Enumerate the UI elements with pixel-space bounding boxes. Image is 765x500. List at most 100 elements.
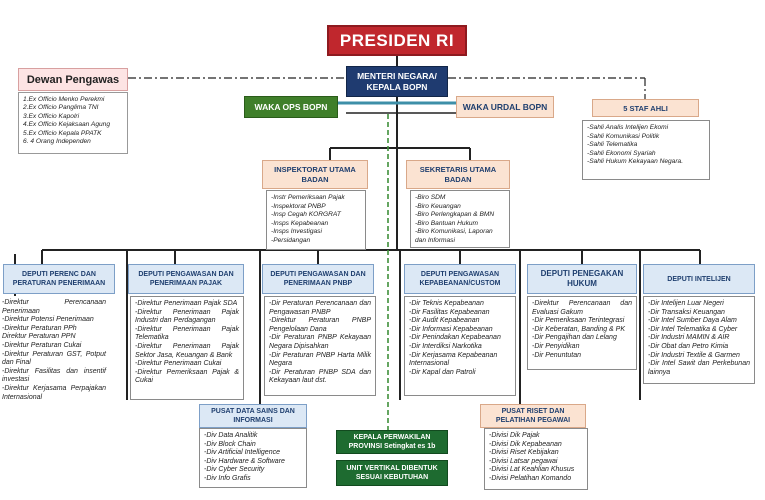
inspektorat-title-box: INSPEKTORAT UTAMA BADAN xyxy=(262,160,368,189)
list-item: -Div Info Grafis xyxy=(204,474,251,482)
menteri-line-2: KEPALA BOPN xyxy=(366,81,428,92)
inspektorat-title-1: INSPEKTORAT UTAMA xyxy=(274,164,356,174)
list-item: -Dir Keberatan, Banding & PK xyxy=(532,325,625,333)
unit-vertikal-line-2: SESUAI KEBUTUHAN xyxy=(355,474,429,481)
deputi-pnbp-list: -Dir Peraturan Perencanaan dan Pengawasa… xyxy=(264,296,376,396)
pusat-riset-title-1: PUSAT RISET DAN xyxy=(501,408,565,415)
list-item: -Insps Investigasi xyxy=(271,228,322,236)
staf-ahli-list: -Sahli Analis Intelijen Ekomi -Sahli Kom… xyxy=(582,120,710,180)
deputi-title-line: DEPUTI PENGAWASAN xyxy=(420,271,500,278)
list-item: -Dir Intel Telematika & Cyber xyxy=(648,325,738,333)
list-item: -Divisi Pelatihan Komando xyxy=(489,474,572,482)
list-item: 5.Ex Officio Kepala PPATK xyxy=(23,129,102,137)
list-item: 4.Ex Officio Kejaksaan Agung xyxy=(23,121,110,129)
list-item: -Sahli Komunikasi Politik xyxy=(587,132,660,140)
list-item: Direktur Peraturan PPN xyxy=(2,333,76,341)
list-item: 2.Ex Officio Panglima TNI xyxy=(23,104,99,112)
list-item: 1.Ex Officio Menko Perekmi xyxy=(23,96,105,103)
kepala-perwakilan-box: KEPALA PERWAKILAN PROVINSI Setingkat es … xyxy=(336,430,448,454)
list-item: -Dir Intel Sawit dan Perkebunan lainnya xyxy=(648,360,750,376)
list-item: -Divisi Latsar pegawai xyxy=(489,457,558,465)
list-item: -Dir Fasilitas Kepabeanan xyxy=(409,308,490,316)
deputi-title-line: DEPUTI PENGAWASAN DAN xyxy=(270,271,366,278)
deputi-custom-list: -Dir Teknis Kepabeanan -Dir Fasilitas Ke… xyxy=(404,296,516,396)
list-item: -Dir Industri Textile & Garmen xyxy=(648,351,740,359)
pusat-riset-list: -Divisi Dik Pajak -Divisi Dik Kepabeanan… xyxy=(484,428,588,490)
list-item: -Direktur Penerimaan Pajak Telematika xyxy=(135,325,239,342)
deputi-title-line: PENERIMAAN PNBP xyxy=(283,280,353,287)
perwakilan-line-1: KEPALA PERWAKILAN xyxy=(353,434,431,441)
dewan-pengawas-list: 1.Ex Officio Menko Perekmi 2.Ex Officio … xyxy=(18,92,128,154)
deputi-title-line: PENERIMAAN PAJAK xyxy=(149,280,223,287)
deputi-custom-title-box: DEPUTI PENGAWASAN KEPABEANAN/CUSTOM xyxy=(404,264,516,294)
list-item: -Divisi Dik Pajak xyxy=(489,432,540,439)
sekretaris-list: -Biro SDM -Biro Keuangan -Biro Perlengka… xyxy=(410,190,510,248)
waka-ops-box: WAKA OPS BOPN xyxy=(244,96,338,118)
list-item: -Dir Peraturan PNBP Harta Milik Negara xyxy=(269,351,371,368)
list-item: -Div Data Analitik xyxy=(204,432,258,439)
deputi-hukum-list: -Direktur Perencanaan dan Evaluasi Gakum… xyxy=(527,296,637,370)
deputi-title-line: HUKUM xyxy=(567,279,597,288)
presiden-box: PRESIDEN RI xyxy=(327,25,467,56)
list-item: -Dir Industri MAMIN & AIR xyxy=(648,334,730,342)
list-item: -Insps Kepabeanan xyxy=(271,219,329,227)
list-item: -Direktur Penerimaan Pajak Sektor Jasa, … xyxy=(135,342,239,359)
list-item: -Biro Komunikasi, Laporan dan Informasi xyxy=(415,228,493,244)
sekretaris-title-2: BADAN xyxy=(444,174,472,184)
list-item: -Dir Interdiksi Narkotika xyxy=(409,342,482,350)
sekretaris-title-box: SEKRETARIS UTAMA BADAN xyxy=(406,160,510,189)
presiden-label: PRESIDEN RI xyxy=(339,30,455,50)
list-item: -Div Cyber Security xyxy=(204,466,265,474)
list-item: -Direktur Penerimaan Pajak Industri dan … xyxy=(135,308,239,325)
deputi-title-line: DEPUTI PENEGAKAN xyxy=(540,269,624,278)
list-item: -Div Hardware & Software xyxy=(204,457,285,465)
list-item: -Direktur Fasilitas dan insentif investa… xyxy=(2,367,106,384)
list-item: -Div Artificial Intelligence xyxy=(204,449,280,457)
pusat-riset-title-2: PELATIHAN PEGAWAI xyxy=(495,417,571,424)
staf-ahli-title-box: 5 STAF AHLI xyxy=(592,99,699,117)
deputi-title-line: DEPUTI INTELIJEN xyxy=(667,275,731,283)
pusat-data-title-box: PUSAT DATA SAINS DAN INFORMASI xyxy=(199,404,307,428)
unit-vertikal-line-1: UNIT VERTIKAL DIBENTUK xyxy=(346,465,438,472)
list-item: -Sahli Telematika xyxy=(587,141,638,149)
deputi-intelijen-title-box: DEPUTI INTELIJEN xyxy=(643,264,755,294)
list-item: -Dir Intelijen Luar Negeri xyxy=(648,300,724,307)
deputi-title-line: PERATURAN PENERIMAAN xyxy=(12,280,106,287)
deputi-title-line: DEPUTI PENGAWASAN DAN xyxy=(138,271,234,278)
list-item: -Dir Transaksi Keuangan xyxy=(648,308,725,316)
inspektorat-title-2: BADAN xyxy=(301,174,329,184)
list-item: 3.Ex Officio Kapolri xyxy=(23,112,80,120)
pusat-riset-title-box: PUSAT RISET DAN PELATIHAN PEGAWAI xyxy=(480,404,586,428)
perwakilan-line-2: PROVINSI Setingkat es 1b xyxy=(348,443,436,450)
deputi-intelijen-list: -Dir Intelijen Luar Negeri -Dir Transaks… xyxy=(643,296,755,384)
list-item: -Dir Teknis Kepabeanan xyxy=(409,300,484,307)
deputi-pnbp-title-box: DEPUTI PENGAWASAN DAN PENERIMAAN PNBP xyxy=(262,264,374,294)
menteri-box: MENTERI NEGARA/ KEPALA BOPN xyxy=(346,66,448,97)
list-item: -Divisi Dik Kepabeanan xyxy=(489,440,562,448)
list-item: -Direktur Pemeriksaan Pajak & Cukai xyxy=(135,368,239,385)
list-item: -Biro Perlengkapan & BMN xyxy=(415,211,495,219)
list-item: -Instr Pemeriksaan Pajak xyxy=(271,194,345,201)
list-item: -Direktur Penerimaan Cukai xyxy=(135,360,222,368)
list-item: -Direktur Penerimaan Pajak SDA xyxy=(135,300,238,307)
list-item: -Biro Bantuan Hukum xyxy=(415,219,479,227)
list-item: -Direktur Kerjasama Perpajakan Internasi… xyxy=(2,384,106,401)
list-item: -Dir Intel Sumber Daya Alam xyxy=(648,317,737,325)
deputi-pajak-list: -Direktur Penerimaan Pajak SDA -Direktur… xyxy=(130,296,244,400)
list-item: -Insp Cegah KORGRAT xyxy=(271,211,341,219)
waka-urdal-box: WAKA URDAL BOPN xyxy=(456,96,554,118)
pusat-data-title-1: PUSAT DATA SAINS DAN xyxy=(211,408,295,415)
sekretaris-title-1: SEKRETARIS UTAMA xyxy=(419,164,497,174)
inspektorat-list: -Instr Pemeriksaan Pajak -Inspektorat PN… xyxy=(266,190,366,250)
list-item: -Direktur Perencanaan dan Evaluasi Gakum xyxy=(532,300,632,316)
list-item: -Direktur Perencanaan Penerimaan xyxy=(2,299,106,315)
unit-vertikal-box: UNIT VERTIKAL DIBENTUK SESUAI KEBUTUHAN xyxy=(336,460,448,486)
list-item: -Sahli Analis Intelijen Ekomi xyxy=(587,124,669,131)
waka-ops-label: WAKA OPS BOPN xyxy=(254,102,328,112)
list-item: -Dir Obat dan Petro Kimia xyxy=(648,342,729,350)
pusat-data-list: -Div Data Analitik -Div Block Chain -Div… xyxy=(199,428,307,488)
list-item: -Divisi Riset Kebijakan xyxy=(489,449,559,457)
list-item: -Sahli Ekonomi Syariah xyxy=(587,149,656,157)
list-item: -Dir Penyidikan xyxy=(532,342,580,350)
list-item: -Biro Keuangan xyxy=(415,202,461,210)
